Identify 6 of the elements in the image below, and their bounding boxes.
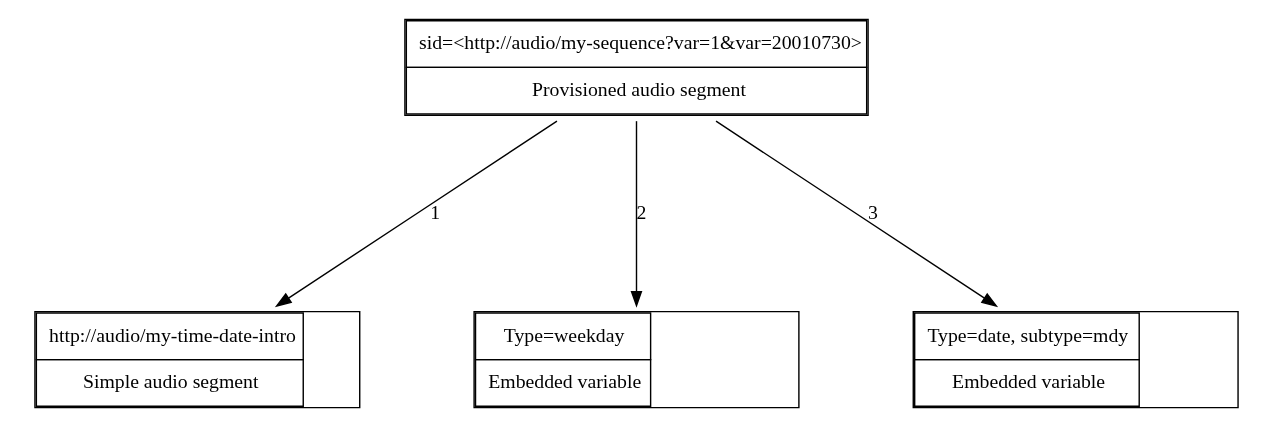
edge-label: 1 bbox=[430, 200, 441, 223]
arrow bbox=[630, 120, 643, 308]
edge-label: 3 bbox=[868, 200, 878, 223]
arrow bbox=[715, 120, 999, 308]
arrow bbox=[274, 120, 558, 308]
edge-label: 2 bbox=[636, 200, 647, 223]
